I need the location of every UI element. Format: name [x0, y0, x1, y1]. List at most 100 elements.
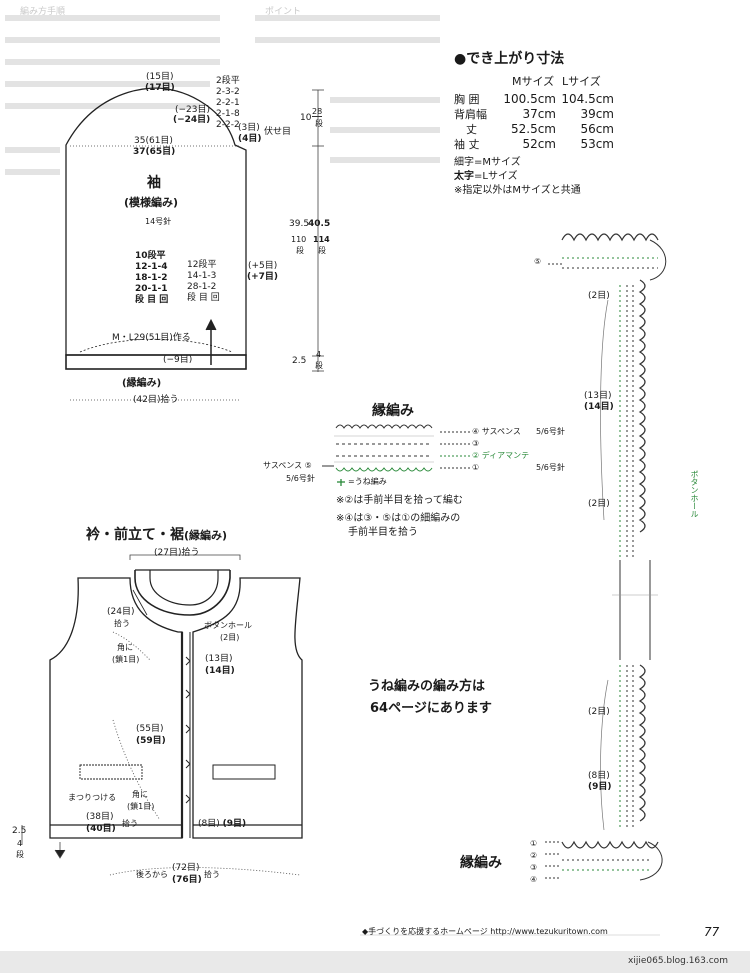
sleeve-top-stitches-m: (15目) — [146, 72, 174, 82]
edge-legend: =うね編み — [348, 477, 387, 486]
watermark: xijie065.blog.163.com — [628, 956, 728, 966]
band-rows: ① ② ③ ④ — [530, 839, 538, 884]
sleeve-h-top: 10 — [300, 113, 312, 123]
sleeve-inc-l: (+7目) — [247, 272, 279, 282]
sleeve-cap-shaping: 2段平 2-3-2 2-2-1 2-1-8 2-2-2 — [216, 76, 240, 130]
front-sew: まつりつける — [68, 793, 117, 802]
footer-line[interactable]: ◆手づくりを応援するホームページ http://www.tezukuritown… — [362, 927, 608, 936]
front-back: 後ろから — [136, 870, 168, 879]
ghost-header-left: 編み方手順 — [20, 7, 66, 17]
edge-left-needle: 5/6号針 — [286, 474, 315, 483]
band-chart — [545, 233, 667, 881]
sleeve-h-bot-rows: 4 — [316, 350, 322, 359]
band-13: (13目) — [584, 391, 612, 401]
measure-labels: 胸 囲 背肩幅 丈 袖 丈 — [454, 93, 487, 151]
band-num5: ⑤ — [534, 257, 542, 266]
band-buttonhole: ボタンホール — [690, 470, 699, 518]
front-14: (14目) — [205, 666, 235, 676]
front-8: (8目) (9目) — [198, 819, 247, 829]
sleeve-bind-label: 伏せ目 — [264, 127, 292, 137]
front-55: (55目) — [136, 724, 164, 734]
edge-note-1: ※②は手前半目を拾って編む — [336, 495, 463, 506]
front-24-pick: 拾う — [114, 619, 130, 628]
sleeve-bind-l: (4目) — [238, 134, 262, 144]
front-h-rows: 4 — [17, 839, 23, 848]
band-2a: (2目) — [588, 291, 610, 301]
sleeve-h-top-rows: 28 — [312, 107, 323, 117]
sleeve-needle: 14号針 — [145, 217, 172, 226]
sleeve-make: M・L29(51目)作る — [112, 333, 191, 343]
watermark-bar — [0, 951, 750, 973]
sleeve-top-stitches-l: (17目) — [145, 83, 175, 93]
sleeve-h-mid-unit-l: 段 — [318, 246, 326, 255]
measure-l-values: 104.5cm 39cm 56cm 53cm — [561, 92, 614, 151]
sleeve-h-bot-unit: 段 — [315, 361, 323, 370]
sleeve-h-mid-unit-m: 段 — [296, 246, 304, 255]
band-2c: (2目) — [588, 707, 610, 717]
front-button: ボタンホール — [204, 621, 252, 630]
front-h-unit: 段 — [16, 850, 24, 859]
measure-note-m: 細字=Mサイズ — [454, 157, 521, 168]
band-14: (14目) — [584, 402, 614, 412]
front-59: (59目) — [136, 736, 166, 746]
front-pick3: 拾う — [204, 870, 220, 879]
front-button-2: (2目) — [220, 633, 240, 642]
measure-note-l: 太字=Lサイズ — [454, 171, 518, 182]
band-bottom-title: 縁編み — [460, 855, 502, 871]
edge-row-3: ③ — [472, 439, 480, 448]
edge-note-2a: ※④は③・⑤は①の細編みの — [336, 513, 461, 524]
front-ref-2: 64ページにあります — [370, 701, 492, 716]
band-2b: (2目) — [588, 499, 610, 509]
sleeve-outline — [65, 87, 247, 370]
sleeve-left-shaping: 10段平 12-1-4 18-1-2 20-1-1 段 目 回 — [135, 251, 169, 305]
sleeve-width-m: 35(61目) — [134, 136, 173, 146]
sleeve-h-mid-rows-l: 114 — [313, 235, 330, 244]
band-9: (9目) — [588, 782, 612, 792]
front-corner-2: (鎖1目) — [112, 655, 140, 664]
front-neck: (27目)拾う — [154, 548, 200, 558]
measure-col-m: Mサイズ — [512, 75, 555, 88]
edge-needle-1: 5/6号針 — [536, 427, 565, 436]
band-8: (8目) — [588, 771, 610, 781]
front-ref-1: うね編みの編み方は — [368, 679, 486, 694]
sleeve-dimension-lines — [70, 89, 324, 401]
edge-left-label: サスペンス ⑤ — [263, 461, 312, 470]
front-40: (40目) — [86, 824, 116, 834]
edge-row-4: ④ サスペンス — [472, 427, 521, 436]
front-pick2: 拾う — [122, 819, 138, 828]
edge-chart-title: 縁編み — [372, 403, 414, 419]
edge-row-1: ① — [472, 463, 480, 472]
sleeve-h-mid-rows-m: 110 — [291, 235, 307, 244]
edge-chart-symbols — [322, 424, 470, 486]
front-38: (38目) — [86, 812, 114, 822]
measure-title: ●でき上がり寸法 — [454, 51, 565, 67]
front-24: (24目) — [107, 607, 135, 617]
sleeve-h-mid-m: 39.5 — [289, 219, 310, 229]
front-corner-b: 角に — [132, 790, 148, 799]
front-body-outline — [49, 569, 303, 839]
measure-note-common: ※指定以外はMサイズと共通 — [454, 185, 581, 196]
sleeve-dec-l: (−24目) — [173, 115, 211, 125]
sleeve-h-bot: 2.5 — [292, 356, 307, 366]
sleeve-minus9: (−9目) — [163, 355, 193, 365]
sleeve-pattern: (模様編み) — [124, 196, 179, 209]
sleeve-dec-m: (−23目) — [175, 105, 211, 115]
sleeve-h-mid-l: 40.5 — [308, 219, 331, 229]
front-dimension-lines — [21, 554, 301, 876]
sleeve-bind-m: (3目) — [238, 123, 260, 133]
front-corner: 角に — [117, 643, 133, 652]
front-76: (76目) — [172, 875, 202, 885]
edge-needle-2: 5/6号針 — [536, 463, 565, 472]
front-corner-b-2: (鎖1目) — [127, 802, 155, 811]
front-h-size: 2.5 — [12, 826, 27, 836]
ghost-header-right: ポイント — [265, 7, 302, 17]
front-title: 衿・前立て・裾(縁編み) — [86, 527, 228, 543]
measure-m-values: 100.5cm 37cm 52.5cm 52cm — [503, 92, 556, 151]
sleeve-pickup: (42目)拾う — [133, 395, 179, 405]
measure-col-l: Lサイズ — [562, 75, 601, 88]
sleeve-h-top-unit: 段 — [315, 119, 323, 128]
page-number: 77 — [704, 925, 720, 939]
ghost-text-lines — [5, 15, 440, 175]
front-13: (13目) — [205, 654, 233, 664]
